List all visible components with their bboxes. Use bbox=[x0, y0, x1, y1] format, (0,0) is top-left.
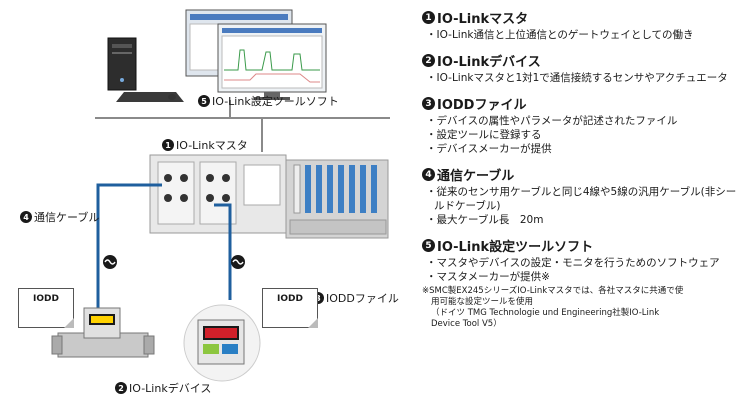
section-master: 1IO-Linkマスタ IO-Link通信と上位通信とのゲートウェイとしての働き bbox=[422, 8, 740, 42]
footnote: ※SMC製EX245シリーズIO-Linkマスタでは、各社マスタに共通で使 用可… bbox=[422, 286, 740, 330]
bullet-item: 従来のセンサ用ケーブルと同じ4線や5線の汎用ケーブル(非シールドケーブル) bbox=[422, 185, 740, 213]
bullet-item: マスタメーカーが提供※ bbox=[422, 270, 740, 284]
device-label-text: IO-Linkデバイス bbox=[129, 382, 212, 395]
iodd-file-label: 3 IODDファイル bbox=[312, 290, 399, 306]
pressure-switch-device bbox=[183, 304, 261, 382]
section-number: 2 bbox=[422, 54, 435, 67]
pc-monitor-front bbox=[217, 23, 327, 100]
master-label: 1 IO-Linkマスタ bbox=[162, 137, 248, 153]
section-title-text: IODDファイル bbox=[437, 98, 527, 113]
iolink-master-unit bbox=[149, 154, 389, 239]
section-title-text: IO-Linkマスタ bbox=[437, 12, 529, 27]
master-label-text: IO-Linkマスタ bbox=[176, 139, 248, 152]
footnote-line: 用可能な設定ツールを使用 bbox=[431, 297, 534, 307]
cable-label-text: 通信ケーブル bbox=[34, 211, 100, 224]
section-number: 3 bbox=[422, 97, 435, 110]
bullet-item: 設定ツールに登録する bbox=[422, 128, 740, 142]
diagram-graphics bbox=[51, 9, 390, 382]
section-device: 2IO-Linkデバイス IO-Linkマスタと1対1で通信接続するセンサやアク… bbox=[422, 51, 740, 85]
section-title-text: IO-Linkデバイス bbox=[437, 55, 541, 70]
bullet-item: 最大ケーブル長 20m bbox=[422, 213, 740, 227]
section-number: 4 bbox=[422, 168, 435, 181]
bullet-item: デバイスメーカーが提供 bbox=[422, 142, 740, 156]
section-title-text: 通信ケーブル bbox=[437, 169, 515, 184]
cable-connector-left bbox=[103, 255, 117, 269]
footnote-line: ※SMC製EX245シリーズIO-Linkマスタでは、各社マスタに共通で使 bbox=[422, 286, 684, 296]
system-diagram: 5 IO-Link設定ツールソフト 1 IO-Linkマスタ 4 通信ケーブル … bbox=[18, 9, 399, 396]
software-label: 5 IO-Link設定ツールソフト bbox=[198, 93, 339, 109]
software-label-number: 5 bbox=[198, 95, 210, 107]
bullet-item: マスタやデバイスの設定・モニタを行うためのソフトウェア bbox=[422, 256, 740, 270]
cable-label-number: 4 bbox=[20, 211, 32, 223]
bullet-item: デバイスの属性やパラメータが記述されたファイル bbox=[422, 114, 740, 128]
bullet-item: IO-Linkマスタと1対1で通信接続するセンサやアクチュエータ bbox=[422, 71, 740, 85]
section-title-text: IO-Link設定ツールソフト bbox=[437, 240, 594, 255]
keyboard bbox=[116, 92, 184, 102]
footnote-line: （ドイツ TMG Technologie und Engineering社製IO… bbox=[431, 308, 660, 318]
master-label-number: 1 bbox=[162, 139, 174, 151]
cable-connector-right bbox=[231, 255, 245, 269]
description-panel: 1IO-Linkマスタ IO-Link通信と上位通信とのゲートウェイとしての働き… bbox=[422, 8, 740, 339]
iodd-document-right: IODD bbox=[262, 288, 318, 328]
flow-sensor-device bbox=[51, 307, 155, 358]
footnote-line: Device Tool V5） bbox=[431, 319, 502, 329]
bullet-item: IO-Link通信と上位通信とのゲートウェイとしての働き bbox=[422, 28, 740, 42]
software-label-text: IO-Link設定ツールソフト bbox=[212, 95, 339, 108]
cable-label: 4 通信ケーブル bbox=[20, 209, 99, 225]
cable-to-pressure-switch bbox=[214, 203, 232, 300]
device-label-number: 2 bbox=[115, 382, 127, 394]
iodd-document-left: IODD bbox=[18, 288, 74, 328]
device-label: 2 IO-Linkデバイス bbox=[115, 380, 211, 396]
section-number: 1 bbox=[422, 11, 435, 24]
iodd-file-label-text: IODDファイル bbox=[326, 292, 399, 305]
pc-tower bbox=[107, 37, 137, 91]
section-software: 5IO-Link設定ツールソフト マスタやデバイスの設定・モニタを行うためのソフ… bbox=[422, 236, 740, 330]
section-number: 5 bbox=[422, 239, 435, 252]
